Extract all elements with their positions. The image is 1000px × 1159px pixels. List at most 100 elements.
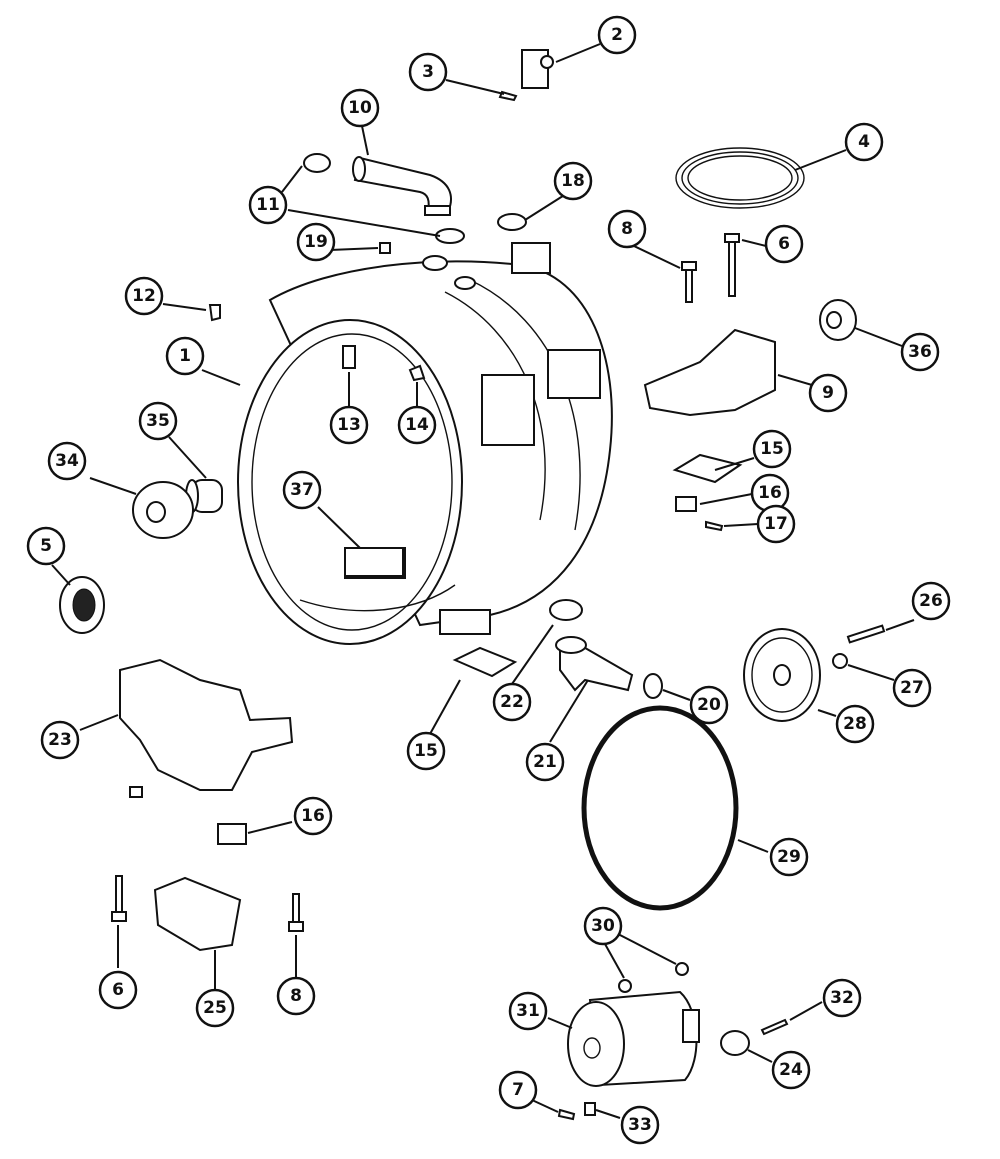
clamp-part-11b: [435, 228, 465, 244]
callout-28[interactable]: 28: [835, 704, 875, 744]
wire-harness-part-4: [675, 147, 805, 209]
callout-36[interactable]: 36: [900, 332, 940, 372]
svg-text:22: 22: [500, 692, 524, 712]
callout-35[interactable]: 35: [138, 401, 178, 441]
ring-part-34: [132, 481, 194, 539]
callout-6-bottom[interactable]: 6: [98, 970, 138, 1010]
callout-25[interactable]: 25: [195, 988, 235, 1028]
callout-3[interactable]: 3: [408, 52, 448, 92]
part-16-top: [675, 496, 697, 512]
callout-12[interactable]: 12: [124, 276, 164, 316]
svg-text:32: 32: [830, 988, 854, 1008]
callout-6-top[interactable]: 6: [764, 224, 804, 264]
callout-33[interactable]: 33: [620, 1105, 660, 1145]
bolt-part-26: [846, 624, 886, 644]
svg-text:28: 28: [843, 714, 867, 734]
part-16-bottom: [217, 823, 247, 845]
svg-text:16: 16: [301, 806, 325, 826]
clip-part-12: [208, 304, 221, 322]
clip-part-19: [379, 242, 391, 254]
clamp-part-11a: [303, 153, 331, 173]
pad-part-15-top: [672, 453, 743, 484]
callout-2[interactable]: 2: [597, 15, 637, 55]
clip-part-33: [584, 1102, 596, 1116]
callout-16-top[interactable]: 16: [750, 473, 790, 513]
bracket-part-23: [119, 658, 294, 791]
callout-26[interactable]: 26: [911, 581, 951, 621]
seal-part-5: [59, 576, 105, 634]
callout-23[interactable]: 23: [40, 720, 80, 760]
svg-text:10: 10: [348, 98, 372, 118]
part-37: [344, 547, 404, 577]
callout-9[interactable]: 9: [808, 373, 848, 413]
svg-text:11: 11: [256, 195, 280, 215]
callout-15-top[interactable]: 15: [752, 429, 792, 469]
part-18: [497, 213, 527, 231]
cap-part-36: [819, 299, 857, 341]
svg-text:15: 15: [760, 439, 784, 459]
svg-text:3: 3: [422, 62, 434, 82]
svg-text:19: 19: [304, 232, 328, 252]
svg-text:30: 30: [591, 916, 615, 936]
svg-text:34: 34: [55, 451, 79, 471]
callout-8-top[interactable]: 8: [607, 209, 647, 249]
weight-part-9: [643, 328, 776, 417]
svg-text:29: 29: [777, 847, 801, 867]
callout-34[interactable]: 34: [47, 441, 87, 481]
callout-5[interactable]: 5: [26, 526, 66, 566]
bushing-part-30b: [675, 962, 689, 976]
callout-4[interactable]: 4: [844, 122, 884, 162]
callout-11[interactable]: 11: [248, 185, 288, 225]
svg-text:20: 20: [697, 695, 721, 715]
pulley-part-24: [720, 1030, 750, 1056]
svg-text:33: 33: [628, 1115, 652, 1135]
svg-text:6: 6: [778, 234, 790, 254]
callout-14[interactable]: 14: [397, 405, 437, 445]
svg-text:12: 12: [132, 286, 156, 306]
svg-text:5: 5: [40, 536, 52, 556]
svg-text:2: 2: [611, 25, 623, 45]
svg-text:35: 35: [146, 411, 170, 431]
bushing-part-30a: [618, 979, 632, 993]
callout-20[interactable]: 20: [689, 685, 729, 725]
svg-text:18: 18: [561, 171, 585, 191]
callout-17[interactable]: 17: [756, 504, 796, 544]
callout-18[interactable]: 18: [553, 161, 593, 201]
svg-text:26: 26: [919, 591, 943, 611]
bolt-part-6-bottom: [111, 875, 127, 922]
screw-part-17: [705, 520, 724, 532]
callout-19[interactable]: 19: [296, 222, 336, 262]
screw-part-32: [760, 1018, 789, 1036]
callout-15-bottom[interactable]: 15: [406, 731, 446, 771]
svg-text:14: 14: [405, 415, 429, 435]
callout-24[interactable]: 24: [771, 1050, 811, 1090]
callout-13[interactable]: 13: [329, 405, 369, 445]
callout-22[interactable]: 22: [492, 682, 532, 722]
svg-text:13: 13: [337, 415, 361, 435]
hose-part-10: [352, 156, 452, 216]
callout-1[interactable]: 1: [165, 336, 205, 376]
callout-30[interactable]: 30: [583, 906, 623, 946]
pad-part-15-bottom: [452, 646, 518, 678]
bracket-part-2: [521, 49, 554, 89]
callout-37[interactable]: 37: [282, 470, 322, 510]
callout-32[interactable]: 32: [822, 978, 862, 1018]
svg-text:15: 15: [414, 741, 438, 761]
callout-29[interactable]: 29: [769, 837, 809, 877]
svg-text:31: 31: [516, 1001, 540, 1021]
callout-8-bottom[interactable]: 8: [276, 976, 316, 1016]
svg-text:37: 37: [290, 480, 314, 500]
part-14: [408, 364, 426, 382]
bolt-part-8-bottom: [288, 893, 304, 932]
callout-31[interactable]: 31: [508, 991, 548, 1031]
callout-27[interactable]: 27: [892, 668, 932, 708]
svg-text:17: 17: [764, 514, 788, 534]
svg-text:16: 16: [758, 483, 782, 503]
svg-text:24: 24: [779, 1060, 803, 1080]
callout-16-bottom[interactable]: 16: [293, 796, 333, 836]
callout-10[interactable]: 10: [340, 88, 380, 128]
part-13: [342, 345, 356, 369]
callout-21[interactable]: 21: [525, 742, 565, 782]
callout-7[interactable]: 7: [498, 1070, 538, 1110]
